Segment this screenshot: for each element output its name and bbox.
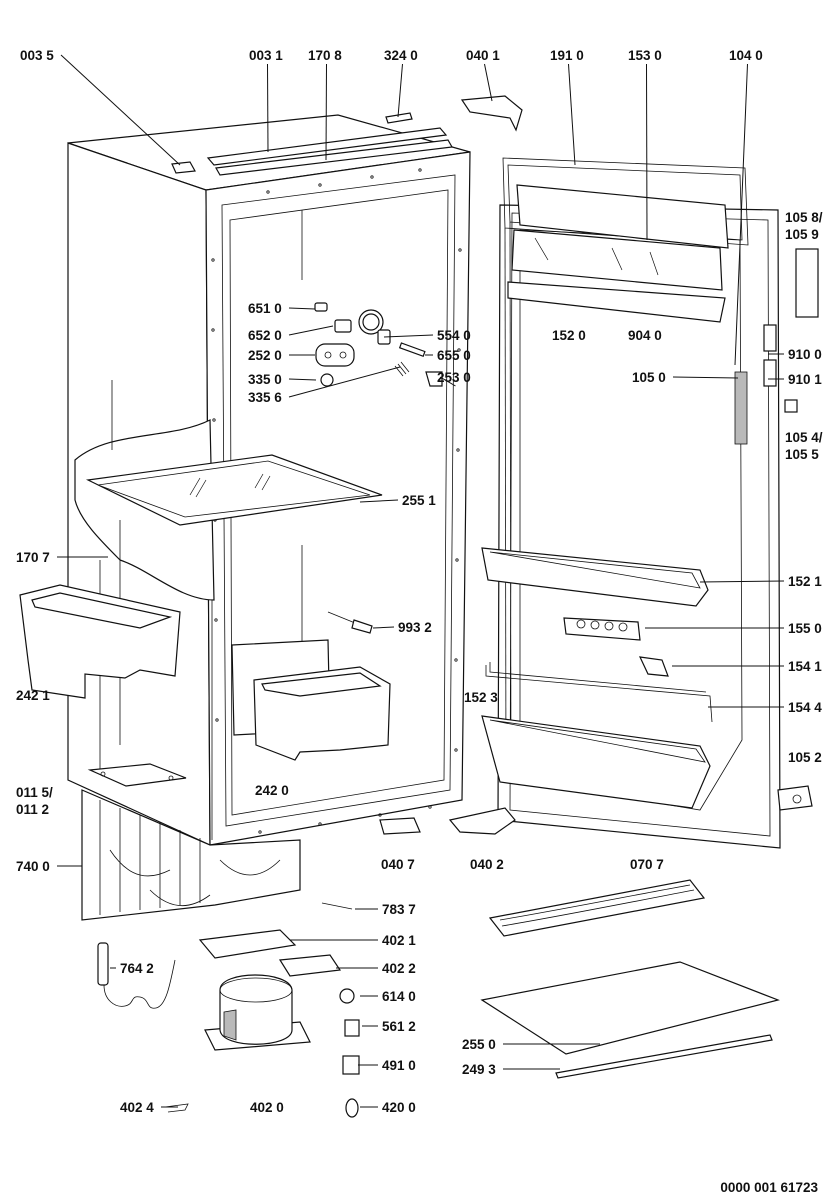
part-label-l1054: 105 4/ [785,430,823,445]
part-label-l1040: 104 0 [729,48,763,63]
part-label-l5612: 561 2 [382,1019,416,1034]
part-label-l1550: 155 0 [788,621,822,636]
drawing-code: 0000 001 61723 [720,1180,818,1195]
part-label-l0402: 040 2 [470,857,504,872]
leader-line-l3240 [397,63,403,118]
leader-line-l6520 [288,325,334,336]
part-label-l1058: 105 8/ [785,210,823,225]
electrical-components [164,902,360,1118]
capillary-coil [97,942,176,1009]
leader-line-l1050 [672,376,739,379]
door-assembly [481,157,819,849]
part-label-l2420: 242 0 [255,783,289,798]
part-label-l9932: 993 2 [398,620,432,635]
lower-hinges [379,807,516,835]
leader-line-l5540 [383,334,434,338]
part-labels: 003 5 003 1 170 8 324 0 040 1 191 0 153 0 104 0… [16,48,823,1115]
part-label-l9040: 904 0 [628,328,662,343]
bottom-glass-plate [480,961,780,1055]
part-label-l7837: 783 7 [382,902,416,917]
part-label-l2530: 253 0 [437,370,471,385]
part-label-l1521: 152 1 [788,574,822,589]
part-label-l6520: 652 0 [248,328,282,343]
glass-shelf [85,454,383,526]
leader-line-l2530 [439,376,456,387]
part-label-l1052: 105 2 [788,750,822,765]
top-trim-parts [171,95,523,176]
drip-tray [198,929,342,977]
part-label-l3240: 324 0 [384,48,418,63]
part-label-l0407: 040 7 [381,857,415,872]
leader-lines [57,54,785,1108]
part-label-l0401: 040 1 [466,48,500,63]
base-cover [488,879,706,937]
part-label-l2550: 255 0 [462,1037,496,1052]
compressor [204,974,311,1051]
leader-line-l0031 [267,63,269,153]
leader-line-l9932 [372,626,395,629]
part-label-l7400: 740 0 [16,859,50,874]
leader-line-l1040 [734,63,748,366]
crisper-boxes [19,584,391,761]
part-label-l7642: 764 2 [120,961,154,976]
part-label-l0115: 011 5/ [16,785,53,800]
part-label-l3356: 335 6 [248,390,282,405]
part-label-l1523: 152 3 [464,690,498,705]
part-label-l1059: 105 9 [785,227,819,242]
part-label-l4024: 402 4 [120,1100,154,1115]
part-label-l2493: 249 3 [462,1062,496,1077]
part-label-l1050: 105 0 [632,370,666,385]
part-label-l4020: 402 0 [250,1100,284,1115]
part-label-l4021: 402 1 [382,933,416,948]
part-label-l1541: 154 1 [788,659,822,674]
leader-line-l6510 [288,307,316,310]
leader-line-l1530 [646,63,648,241]
part-label-l1910: 191 0 [550,48,584,63]
part-label-l1707: 170 7 [16,550,50,565]
probe-part [327,611,373,634]
leader-line-l3356 [288,366,401,398]
leader-line-l2551 [359,499,399,503]
part-label-l9101: 910 1 [788,372,822,387]
part-label-l4022: 402 2 [382,961,416,976]
condenser [81,789,301,921]
part-label-l5540: 554 0 [437,328,471,343]
bottom-bracket [87,763,187,787]
leader-line-l1521 [699,580,785,583]
part-label-l1544: 154 4 [788,700,822,715]
part-label-l4910: 491 0 [382,1058,416,1073]
leader-line-l3350 [288,378,317,381]
part-label-l1055: 105 5 [785,447,819,462]
part-label-l0035: 003 5 [20,48,54,63]
leader-line-l1910 [568,63,576,166]
part-label-l9100: 910 0 [788,347,822,362]
part-label-l6140: 614 0 [382,989,416,1004]
part-label-l1520: 152 0 [552,328,586,343]
part-label-l2520: 252 0 [248,348,282,363]
part-label-l0112: 011 2 [16,802,49,817]
leader-line-l1708 [325,63,327,161]
trim-strip [555,1034,773,1079]
part-label-l0707: 070 7 [630,857,664,872]
part-label-l1530: 153 0 [628,48,662,63]
part-label-l0031: 003 1 [249,48,283,63]
leader-line-l0035 [60,54,181,166]
leader-line-l0401 [484,63,493,102]
part-label-l1708: 170 8 [308,48,342,63]
thermostat-parts [314,302,443,387]
part-label-l6510: 651 0 [248,301,282,316]
part-label-l3350: 335 0 [248,372,282,387]
part-label-l2551: 255 1 [402,493,436,508]
part-label-l2421: 242 1 [16,688,50,703]
part-label-l4200: 420 0 [382,1100,416,1115]
part-label-l6550: 655 0 [437,348,471,363]
